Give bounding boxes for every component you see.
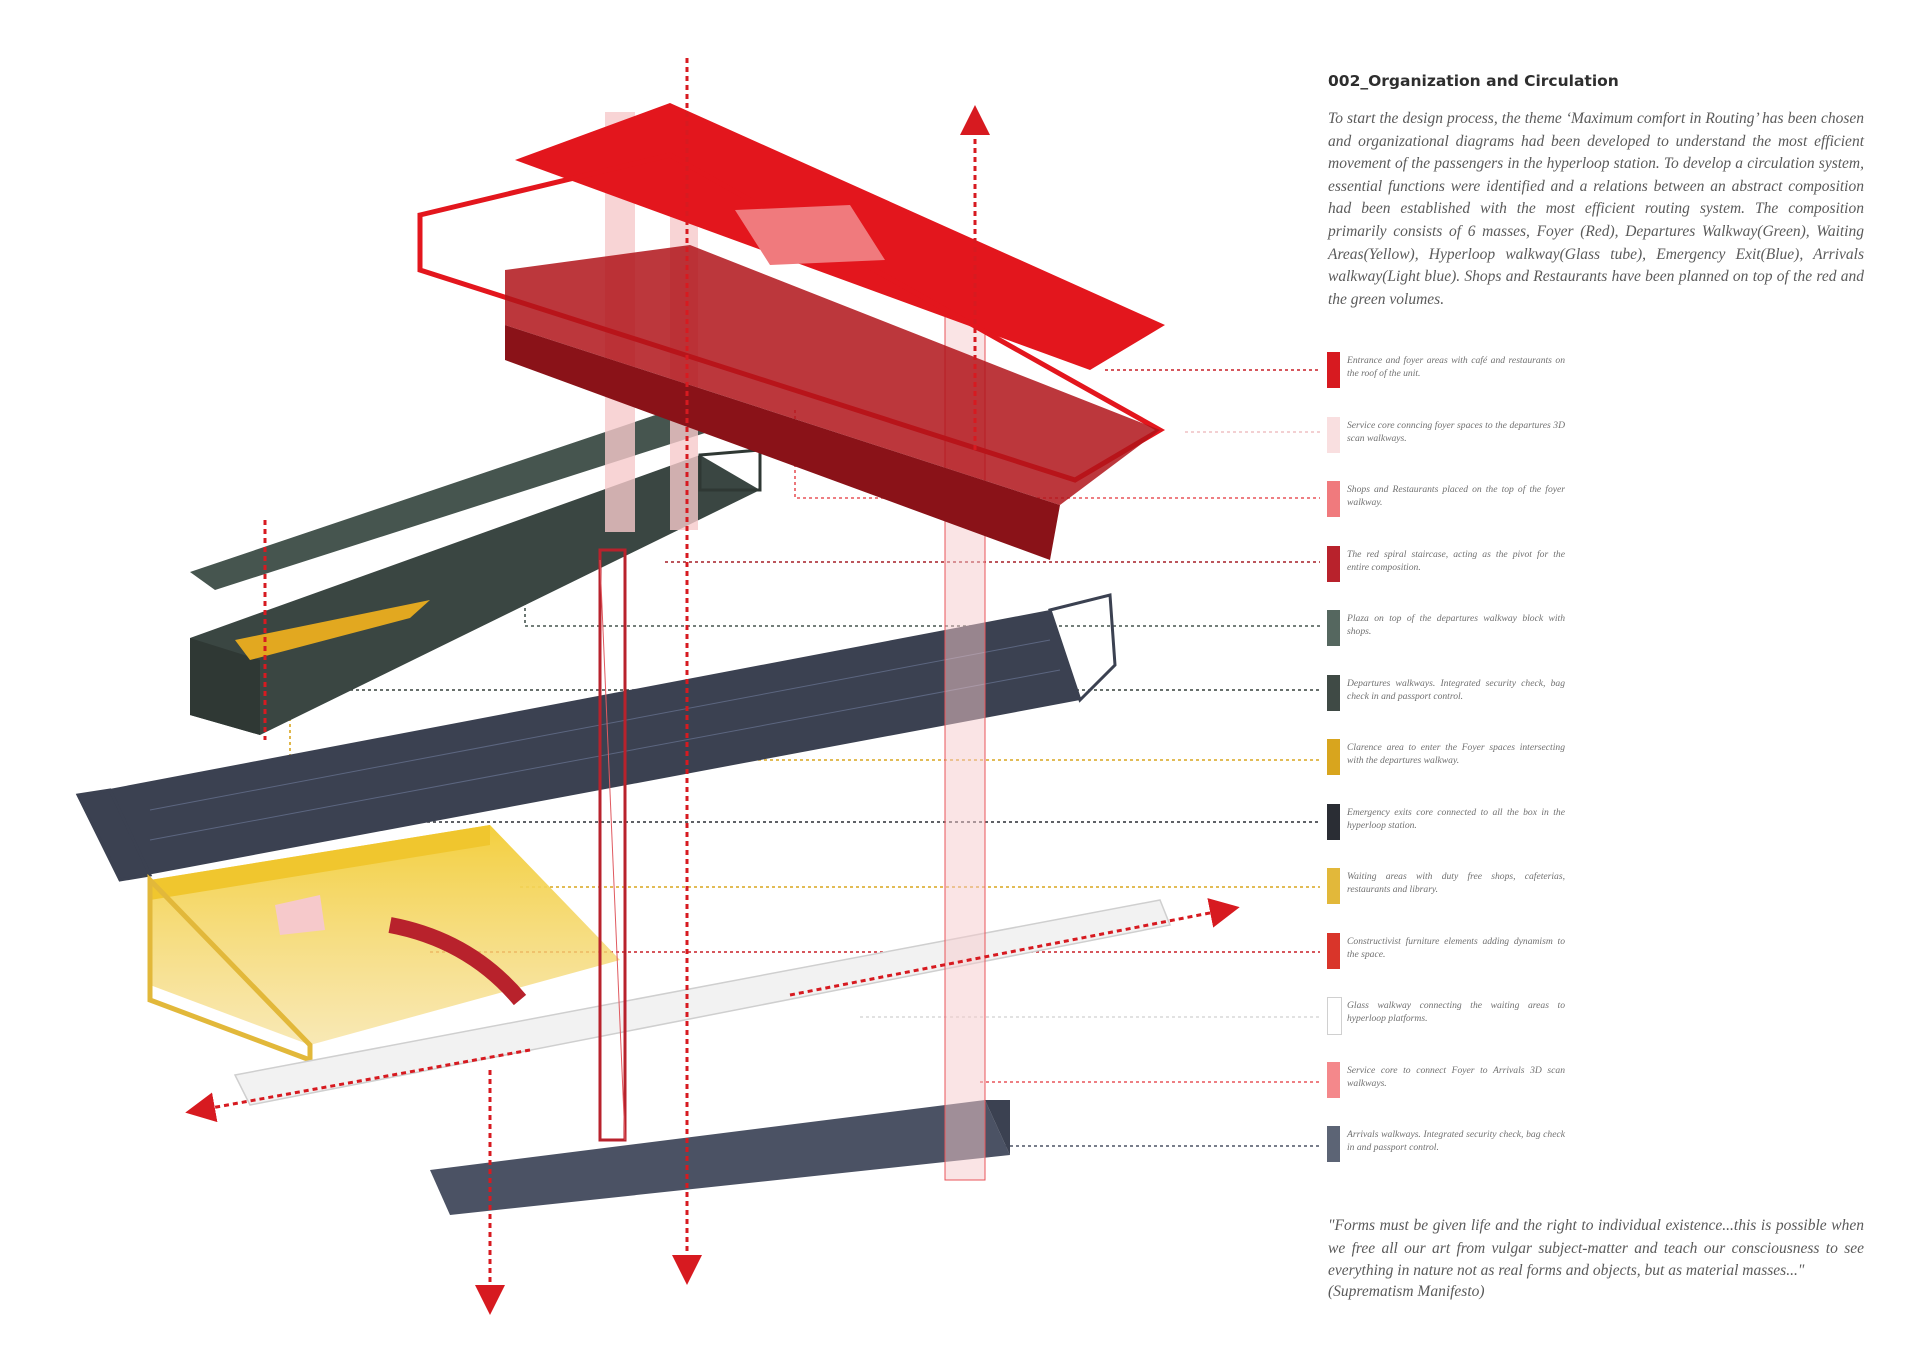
legend-text: Glass walkway connecting the waiting are… [1347, 1000, 1565, 1024]
legend-item: Constructivist furniture elements adding… [1327, 932, 1567, 971]
circulation-arrows [185, 58, 1240, 1315]
legend-swatch [1327, 803, 1340, 840]
glass-walkway [233, 899, 1172, 1106]
legend-item: Emergency exits core connected to all th… [1327, 803, 1567, 842]
legend-item: Shops and Restaurants placed on the top … [1327, 481, 1567, 519]
legend-item: Plaza on top of the departures walkway b… [1327, 610, 1567, 648]
legend-text: Plaza on top of the departures walkway b… [1347, 613, 1565, 637]
legend-item: Waiting areas with duty free shops, cafe… [1327, 868, 1567, 906]
legend-swatch [1327, 1061, 1340, 1098]
manifesto-quote: "Forms must be given life and the right … [1328, 1217, 1864, 1280]
legend-swatch [1327, 545, 1340, 582]
legend-item: Departures walkways. Integrated security… [1327, 674, 1567, 713]
legend-swatch [1327, 932, 1340, 969]
legend-text: Emergency exits core connected to all th… [1347, 806, 1565, 831]
quote-source: (Suprematism Manifesto) [1328, 1283, 1485, 1300]
leader-line-plaza [524, 590, 1320, 627]
legend-swatch [1327, 416, 1340, 453]
emergency-tube [75, 593, 1117, 882]
legend-text: The red spiral staircase, acting as the … [1347, 548, 1565, 573]
page-title: 002_Organization and Circulation [1328, 72, 1619, 90]
legend-text: Constructivist furniture elements adding… [1347, 935, 1565, 960]
legend-text: Departures walkways. Integrated security… [1347, 677, 1565, 702]
legend-item: Glass walkway connecting the waiting are… [1327, 997, 1567, 1035]
legend-swatch [1327, 481, 1340, 517]
legend-swatch [1327, 1126, 1340, 1162]
leader-line-shops [794, 410, 1320, 499]
direction-arrow-icon [185, 1048, 531, 1123]
legend-item: Clarence area to enter the Foyer spaces … [1327, 739, 1567, 777]
legend-swatch [1327, 674, 1340, 711]
legend-text: Clarence area to enter the Foyer spaces … [1347, 742, 1565, 766]
legend-text: Service core conncing foyer spaces to th… [1347, 419, 1565, 444]
legend-text: Service core to connect Foyer to Arrival… [1347, 1064, 1565, 1089]
legend-item: Service core conncing foyer spaces to th… [1327, 416, 1567, 455]
legend-text: Shops and Restaurants placed on the top … [1347, 484, 1565, 508]
legend-item: The red spiral staircase, acting as the … [1327, 545, 1567, 584]
legend-item: Arrivals walkways. Integrated security c… [1327, 1126, 1567, 1164]
legend-swatch [1327, 352, 1340, 388]
legend-item: Entrance and foyer areas with café and r… [1327, 352, 1567, 390]
intro-paragraph: To start the design process, the theme ‘… [1328, 110, 1864, 308]
legend-swatch [1327, 868, 1340, 904]
legend-text: Arrivals walkways. Integrated security c… [1347, 1129, 1565, 1153]
waiting-area [147, 825, 620, 1064]
legend-item: Service core to connect Foyer to Arrival… [1327, 1061, 1567, 1100]
foyer-block [417, 103, 1166, 560]
arrivals-walkway [430, 1100, 1010, 1215]
legend-swatch [1327, 739, 1340, 775]
legend-swatch [1327, 610, 1340, 646]
legend-text: Waiting areas with duty free shops, cafe… [1347, 871, 1565, 895]
legend-swatch [1327, 997, 1342, 1035]
direction-arrow-icon [789, 898, 1240, 997]
legend-text: Entrance and foyer areas with café and r… [1347, 355, 1565, 379]
spiral-staircase [598, 548, 627, 1142]
